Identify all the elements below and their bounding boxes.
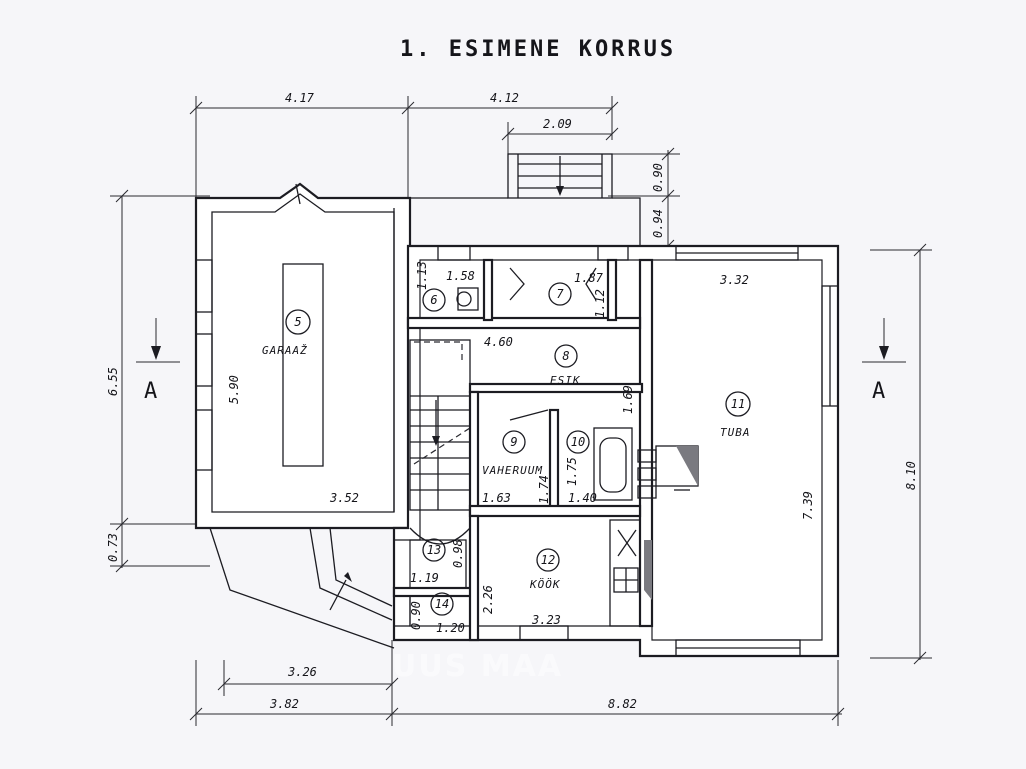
room-12-name: KÖÖK <box>529 578 561 591</box>
house-walls <box>392 244 840 658</box>
dim-bottom-inner: 3.26 <box>287 665 317 679</box>
room-13-number: 13 <box>427 543 441 557</box>
dim-bottom-right: 8.82 <box>608 697 637 711</box>
section-marker-left: A <box>136 318 180 404</box>
dim-stair-depth: 0.90 <box>651 163 665 192</box>
room-5-number: 5 <box>294 315 301 329</box>
dim-bottom-left: 3.82 <box>269 697 299 711</box>
dim-garage-depth: 5.90 <box>227 375 241 404</box>
dim-top-left: 4.17 <box>285 91 315 105</box>
dim-tuba-depth: 7.39 <box>801 491 815 520</box>
room-numbers: 5 6 7 8 9 10 11 12 13 14 <box>294 287 745 611</box>
dim-r6-d: 1.58 <box>446 269 475 283</box>
dim-garage-width: 3.52 <box>329 491 359 505</box>
dim-r13-d: 0.98 <box>451 539 465 568</box>
room-7-number: 7 <box>556 287 564 301</box>
left-dimensions: 6.55 0.73 <box>106 189 210 573</box>
room-names: GARAAŽ ESIK VAHERUUM TUBA KÖÖK <box>262 344 751 591</box>
dim-r9-w: 1.63 <box>482 491 511 505</box>
room-11-name: TUBA <box>720 426 751 439</box>
section-mark-right: A <box>872 379 885 404</box>
windows <box>393 245 839 657</box>
garage <box>194 182 412 530</box>
dim-r12-w: 3.23 <box>531 613 561 627</box>
dim-left-height: 6.55 <box>106 367 120 396</box>
room-9-name: VAHERUUM <box>482 464 543 477</box>
dim-r6-w: 1.13 <box>415 261 429 290</box>
dim-r8-w: 4.60 <box>484 335 513 349</box>
bottom-dimensions: 3.82 8.82 3.26 <box>189 640 845 726</box>
room-5-name: GARAAŽ <box>262 344 308 357</box>
entry-stair <box>408 153 641 246</box>
dim-stair-width: 2.09 <box>543 117 572 131</box>
room-6-number: 6 <box>430 293 437 307</box>
room-markers <box>285 282 751 616</box>
dim-left-lower: 0.73 <box>106 533 120 562</box>
section-marker-right: A <box>862 318 906 404</box>
plan-title: 1. ESIMENE KORRUS <box>400 37 676 62</box>
right-top-dimensions: 0.90 0.94 <box>608 147 680 253</box>
right-dimensions: 8.10 <box>870 243 932 665</box>
dim-r7-w: 1.87 <box>574 271 604 285</box>
dim-r10-d: 1.75 <box>565 457 579 486</box>
dim-r14-d: 0.90 <box>409 601 423 630</box>
room-8-name: ESIK <box>550 374 581 387</box>
room-9-number: 9 <box>510 435 517 449</box>
watermark: UUS MAA <box>392 649 563 684</box>
dim-r13-w: 1.19 <box>410 571 439 585</box>
dim-r7-d: 1.12 <box>593 289 607 318</box>
section-mark-left: A <box>144 379 157 404</box>
dim-r14-w: 1.20 <box>436 621 465 635</box>
dim-r8-d: 1.69 <box>621 385 635 414</box>
dim-r10-w: 1.40 <box>568 491 597 505</box>
dim-r12-d: 2.26 <box>481 585 495 614</box>
dim-porch-depth: 0.94 <box>651 209 665 238</box>
room-11-number: 11 <box>731 397 745 411</box>
room-8-number: 8 <box>562 349 569 363</box>
room-dimensions: 3.32 7.39 1.13 1.58 1.87 1.12 4.60 1.69 … <box>409 261 815 635</box>
room-10-number: 10 <box>571 435 585 449</box>
dim-tuba-width: 3.32 <box>719 273 749 287</box>
dim-top-right: 4.12 <box>490 91 519 105</box>
room-12-number: 12 <box>541 553 555 567</box>
top-dimensions: 4.17 4.12 2.09 <box>189 91 619 200</box>
dim-right-height: 8.10 <box>904 461 918 490</box>
room-14-number: 14 <box>435 597 449 611</box>
dim-r9-d: 1.74 <box>537 475 551 504</box>
